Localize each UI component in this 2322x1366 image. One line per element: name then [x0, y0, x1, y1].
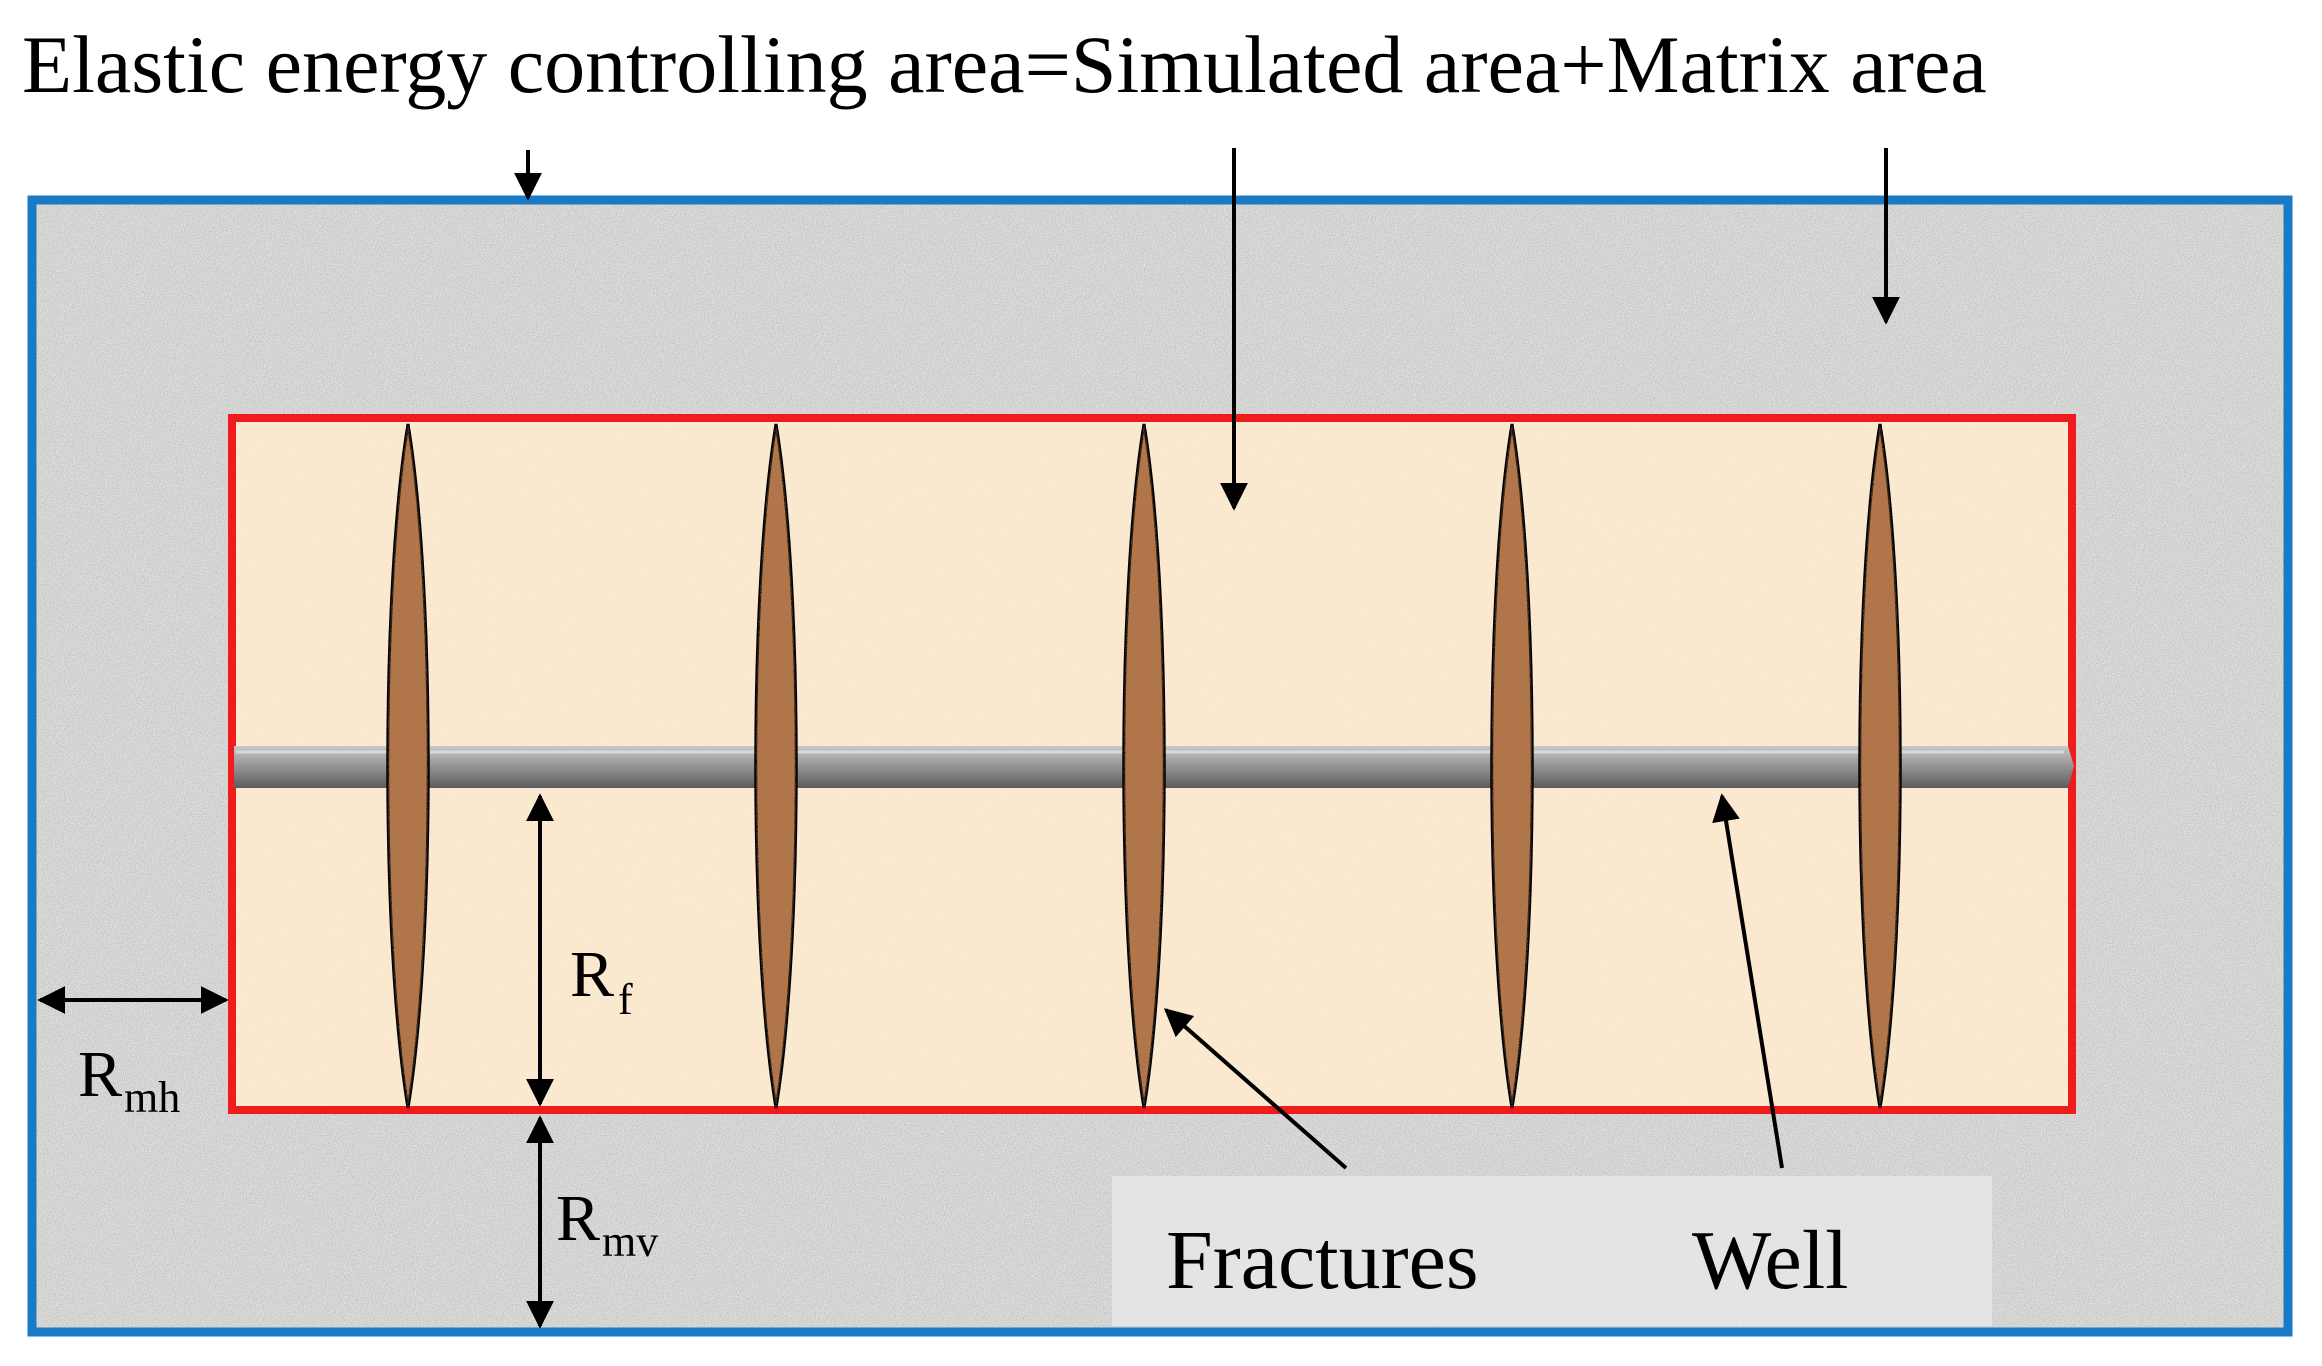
- fracture-2-texture: [755, 424, 797, 1108]
- fractures-group: [386, 423, 1902, 1109]
- diagram-title: Elastic energy controlling area=Simulate…: [22, 19, 1987, 110]
- rmh-label-sub: mh: [124, 1073, 180, 1122]
- rf-label-main: R: [570, 938, 614, 1011]
- fracture-1-texture: [387, 424, 429, 1108]
- fracture-3-texture: [1123, 424, 1165, 1108]
- arrow-to-well: [1712, 793, 1784, 1169]
- rmh-label-main: R: [78, 1038, 122, 1111]
- rmv-label-main: R: [556, 1182, 600, 1255]
- matrix-area-border: [27, 195, 2293, 1337]
- fracture-5-texture: [1859, 424, 1901, 1108]
- fracture-4-texture: [1491, 424, 1533, 1108]
- rmh-label: Rmh: [78, 1038, 180, 1122]
- rf-label: Rf: [570, 938, 633, 1024]
- rmv-label: Rmv: [556, 1182, 658, 1266]
- rf-label-sub: f: [618, 975, 633, 1024]
- well-label: Well: [1692, 1214, 1849, 1307]
- fractures-label: Fractures: [1166, 1214, 1479, 1307]
- rmv-label-sub: mv: [602, 1217, 658, 1266]
- arrow-to-fracture: [1163, 1008, 1348, 1170]
- label-box: [1112, 1176, 1992, 1326]
